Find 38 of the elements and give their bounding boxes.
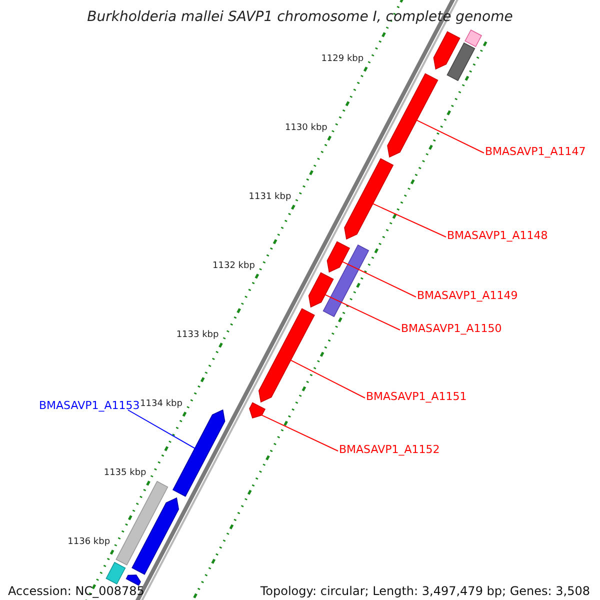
gene-block xyxy=(132,497,180,575)
gene-block xyxy=(116,480,168,566)
tick-label: 1133 kbp xyxy=(176,329,219,342)
gene-label: BMASAVP1_A1148 xyxy=(447,229,548,242)
leader-line xyxy=(324,294,400,330)
tick-label: 1132 kbp xyxy=(212,260,255,272)
tick-label: 1131 kbp xyxy=(248,191,292,204)
leader-line xyxy=(416,120,484,154)
gene-block xyxy=(249,402,266,418)
gene-block xyxy=(326,241,350,273)
tick-label: 1134 kbp xyxy=(140,398,182,410)
gene-block xyxy=(258,308,315,403)
gene-block xyxy=(322,244,370,318)
tick-label: 1135 kbp xyxy=(104,467,146,480)
tick-label: 1130 kbp xyxy=(284,122,328,134)
gene-label: BMASAVP1_A1152 xyxy=(339,443,440,456)
gene-label: BMASAVP1_A1153 xyxy=(39,399,140,412)
gene-block xyxy=(464,29,482,48)
leader-line xyxy=(128,410,196,449)
gene-block xyxy=(433,31,460,70)
genome-info-text: Topology: circular; Length: 3,497,479 bp; Genes: 3,508 xyxy=(260,584,590,598)
leader-line xyxy=(372,203,446,238)
gene-label: BMASAVP1_A1150 xyxy=(401,322,502,335)
gene-label: BMASAVP1_A1147 xyxy=(485,145,586,158)
gene-block xyxy=(446,42,476,82)
gene-block xyxy=(172,409,226,497)
tick-label: 1136 kbp xyxy=(68,536,110,548)
tick-label: 1129 kbp xyxy=(321,53,364,66)
leader-line xyxy=(342,261,416,298)
gene-block xyxy=(308,272,334,308)
gene-block xyxy=(387,73,438,158)
gene-label: BMASAVP1_A1151 xyxy=(366,390,467,403)
gene-block xyxy=(106,562,126,585)
gene-block xyxy=(126,574,141,586)
gene-block xyxy=(344,158,394,240)
leader-line xyxy=(290,360,366,398)
gene-label: BMASAVP1_A1149 xyxy=(417,289,518,302)
leader-line xyxy=(261,414,338,452)
